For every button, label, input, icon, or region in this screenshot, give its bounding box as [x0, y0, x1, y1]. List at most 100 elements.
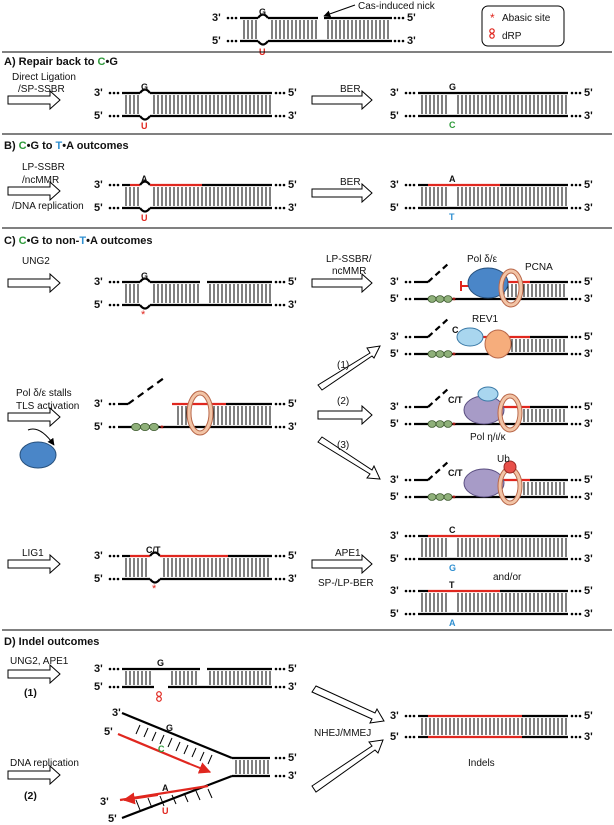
svg-text:Pol η/ι/κ: Pol η/ι/κ [470, 432, 507, 443]
pcna-ring-icon [484, 329, 512, 359]
svg-text:3': 3' [390, 585, 399, 597]
svg-text:5': 5' [288, 179, 297, 191]
svg-text:C: C [158, 744, 165, 754]
svg-text:3': 3' [288, 421, 297, 433]
svg-text:3': 3' [94, 179, 103, 191]
svg-text:3': 3' [584, 110, 593, 122]
arrow-c-stall [7, 406, 61, 428]
dna-b-right: 3' 5' A T 5' 3' [390, 174, 593, 222]
svg-text:C: C [452, 325, 459, 335]
svg-text:BER: BER [340, 84, 361, 95]
svg-text:(2): (2) [337, 396, 349, 407]
pol-delta-icon [467, 267, 509, 299]
svg-text:/SP-SSBR: /SP-SSBR [18, 84, 65, 95]
svg-text:5': 5' [584, 179, 593, 191]
svg-text:5': 5' [288, 398, 297, 410]
svg-text:5': 5' [584, 87, 593, 99]
svg-text:C: C [449, 120, 456, 130]
legend-abasic: Abasic site [502, 13, 551, 24]
svg-text:3': 3' [390, 179, 399, 191]
svg-text:3': 3' [94, 87, 103, 99]
svg-text:C/T: C/T [448, 468, 463, 478]
svg-text:Pol δ/ε: Pol δ/ε [467, 254, 498, 265]
svg-text:G: G [166, 723, 173, 733]
svg-text:5': 5' [94, 421, 103, 433]
section-b-title: B) C•G to T•A outcomes [4, 140, 129, 152]
arrow-c-ung2 [7, 272, 61, 294]
rev1-icon [477, 386, 499, 402]
dna-c-ub: 3' 5' * C/T Ub 5' 3' [390, 454, 593, 506]
dna-c-rev1: 3' 5' * C REV1 5' 3' [390, 314, 593, 362]
svg-text:G: G [259, 7, 266, 17]
svg-text:(3): (3) [337, 440, 349, 451]
abasic-site-icon: * [452, 421, 456, 432]
arrow-path3 [317, 436, 381, 480]
svg-text:3': 3' [288, 770, 297, 782]
svg-text:T: T [449, 580, 455, 590]
svg-text:TLS activation: TLS activation [16, 401, 79, 412]
svg-text:5': 5' [94, 681, 103, 693]
header-dna-nick: 3' 5' G U 5' 3' Cas-induced nick [212, 1, 436, 57]
svg-text:5': 5' [390, 608, 399, 620]
svg-text:5': 5' [390, 418, 399, 430]
indels-label: Indels [468, 758, 495, 769]
svg-text:(2): (2) [24, 790, 37, 802]
svg-text:3': 3' [390, 401, 399, 413]
dna-b-left: 3' 5' A U 5' 3' [94, 174, 297, 223]
svg-text:5': 5' [94, 573, 103, 585]
svg-text:/DNA replication: /DNA replication [12, 201, 84, 212]
svg-text:5': 5' [584, 474, 593, 486]
arrow-d2 [7, 764, 61, 786]
svg-text:PCNA: PCNA [525, 262, 553, 273]
svg-text:5': 5' [584, 530, 593, 542]
svg-text:5': 5' [288, 752, 297, 764]
svg-text:5': 5' [584, 710, 593, 722]
svg-text:3': 3' [390, 87, 399, 99]
dna-c-pol-delta: 3' 5' * Pol δ/ε PCNA 5' 3' [390, 254, 593, 308]
svg-text:3': 3' [584, 418, 593, 430]
svg-text:3': 3' [584, 348, 593, 360]
svg-text:BER: BER [340, 177, 361, 188]
svg-text:ncMMR: ncMMR [332, 266, 366, 277]
svg-text:3': 3' [212, 12, 221, 24]
rpa-beads [427, 295, 453, 303]
svg-text:3': 3' [288, 573, 297, 585]
svg-text:5': 5' [390, 202, 399, 214]
svg-text:5': 5' [390, 731, 399, 743]
svg-text:A: A [449, 174, 456, 184]
svg-text:G: G [449, 563, 456, 573]
section-a-title: A) Repair back to C•G [4, 56, 118, 68]
dna-d-gap: 3' 5' G 5' 3' [94, 658, 297, 702]
dna-a-right: 3' 5' G C 5' 3' [390, 82, 593, 130]
svg-text:5': 5' [94, 202, 103, 214]
svg-text:3': 3' [390, 276, 399, 288]
svg-text:5': 5' [288, 550, 297, 562]
svg-text:5': 5' [584, 401, 593, 413]
dna-c-g-result: 3' 5' C G 5' 3' [390, 525, 593, 573]
svg-text:(1): (1) [337, 360, 349, 371]
svg-text:C: C [449, 525, 456, 535]
svg-text:3': 3' [288, 299, 297, 311]
svg-text:(1): (1) [24, 687, 37, 699]
arrow-d-merge2 [311, 739, 384, 793]
svg-text:3': 3' [288, 110, 297, 122]
svg-text:G: G [449, 82, 456, 92]
svg-text:A: A [449, 618, 456, 628]
svg-text:3': 3' [584, 491, 593, 503]
svg-text:5': 5' [288, 87, 297, 99]
pol-tls-icon [463, 468, 505, 498]
svg-text:G: G [157, 658, 164, 668]
svg-text:APE1: APE1 [335, 548, 361, 559]
svg-text:U: U [141, 213, 148, 223]
svg-text:G: G [141, 271, 148, 281]
svg-text:3': 3' [390, 530, 399, 542]
svg-text:5': 5' [407, 12, 416, 24]
svg-text:5': 5' [390, 553, 399, 565]
dna-c-ung2: 3' 5' G * 5' 3' [94, 271, 297, 321]
svg-text:REV1: REV1 [472, 314, 499, 325]
legend-box: * Abasic site dRP [481, 5, 565, 47]
svg-text:T: T [449, 212, 455, 222]
svg-text:5': 5' [212, 35, 221, 47]
svg-text:3': 3' [94, 398, 103, 410]
